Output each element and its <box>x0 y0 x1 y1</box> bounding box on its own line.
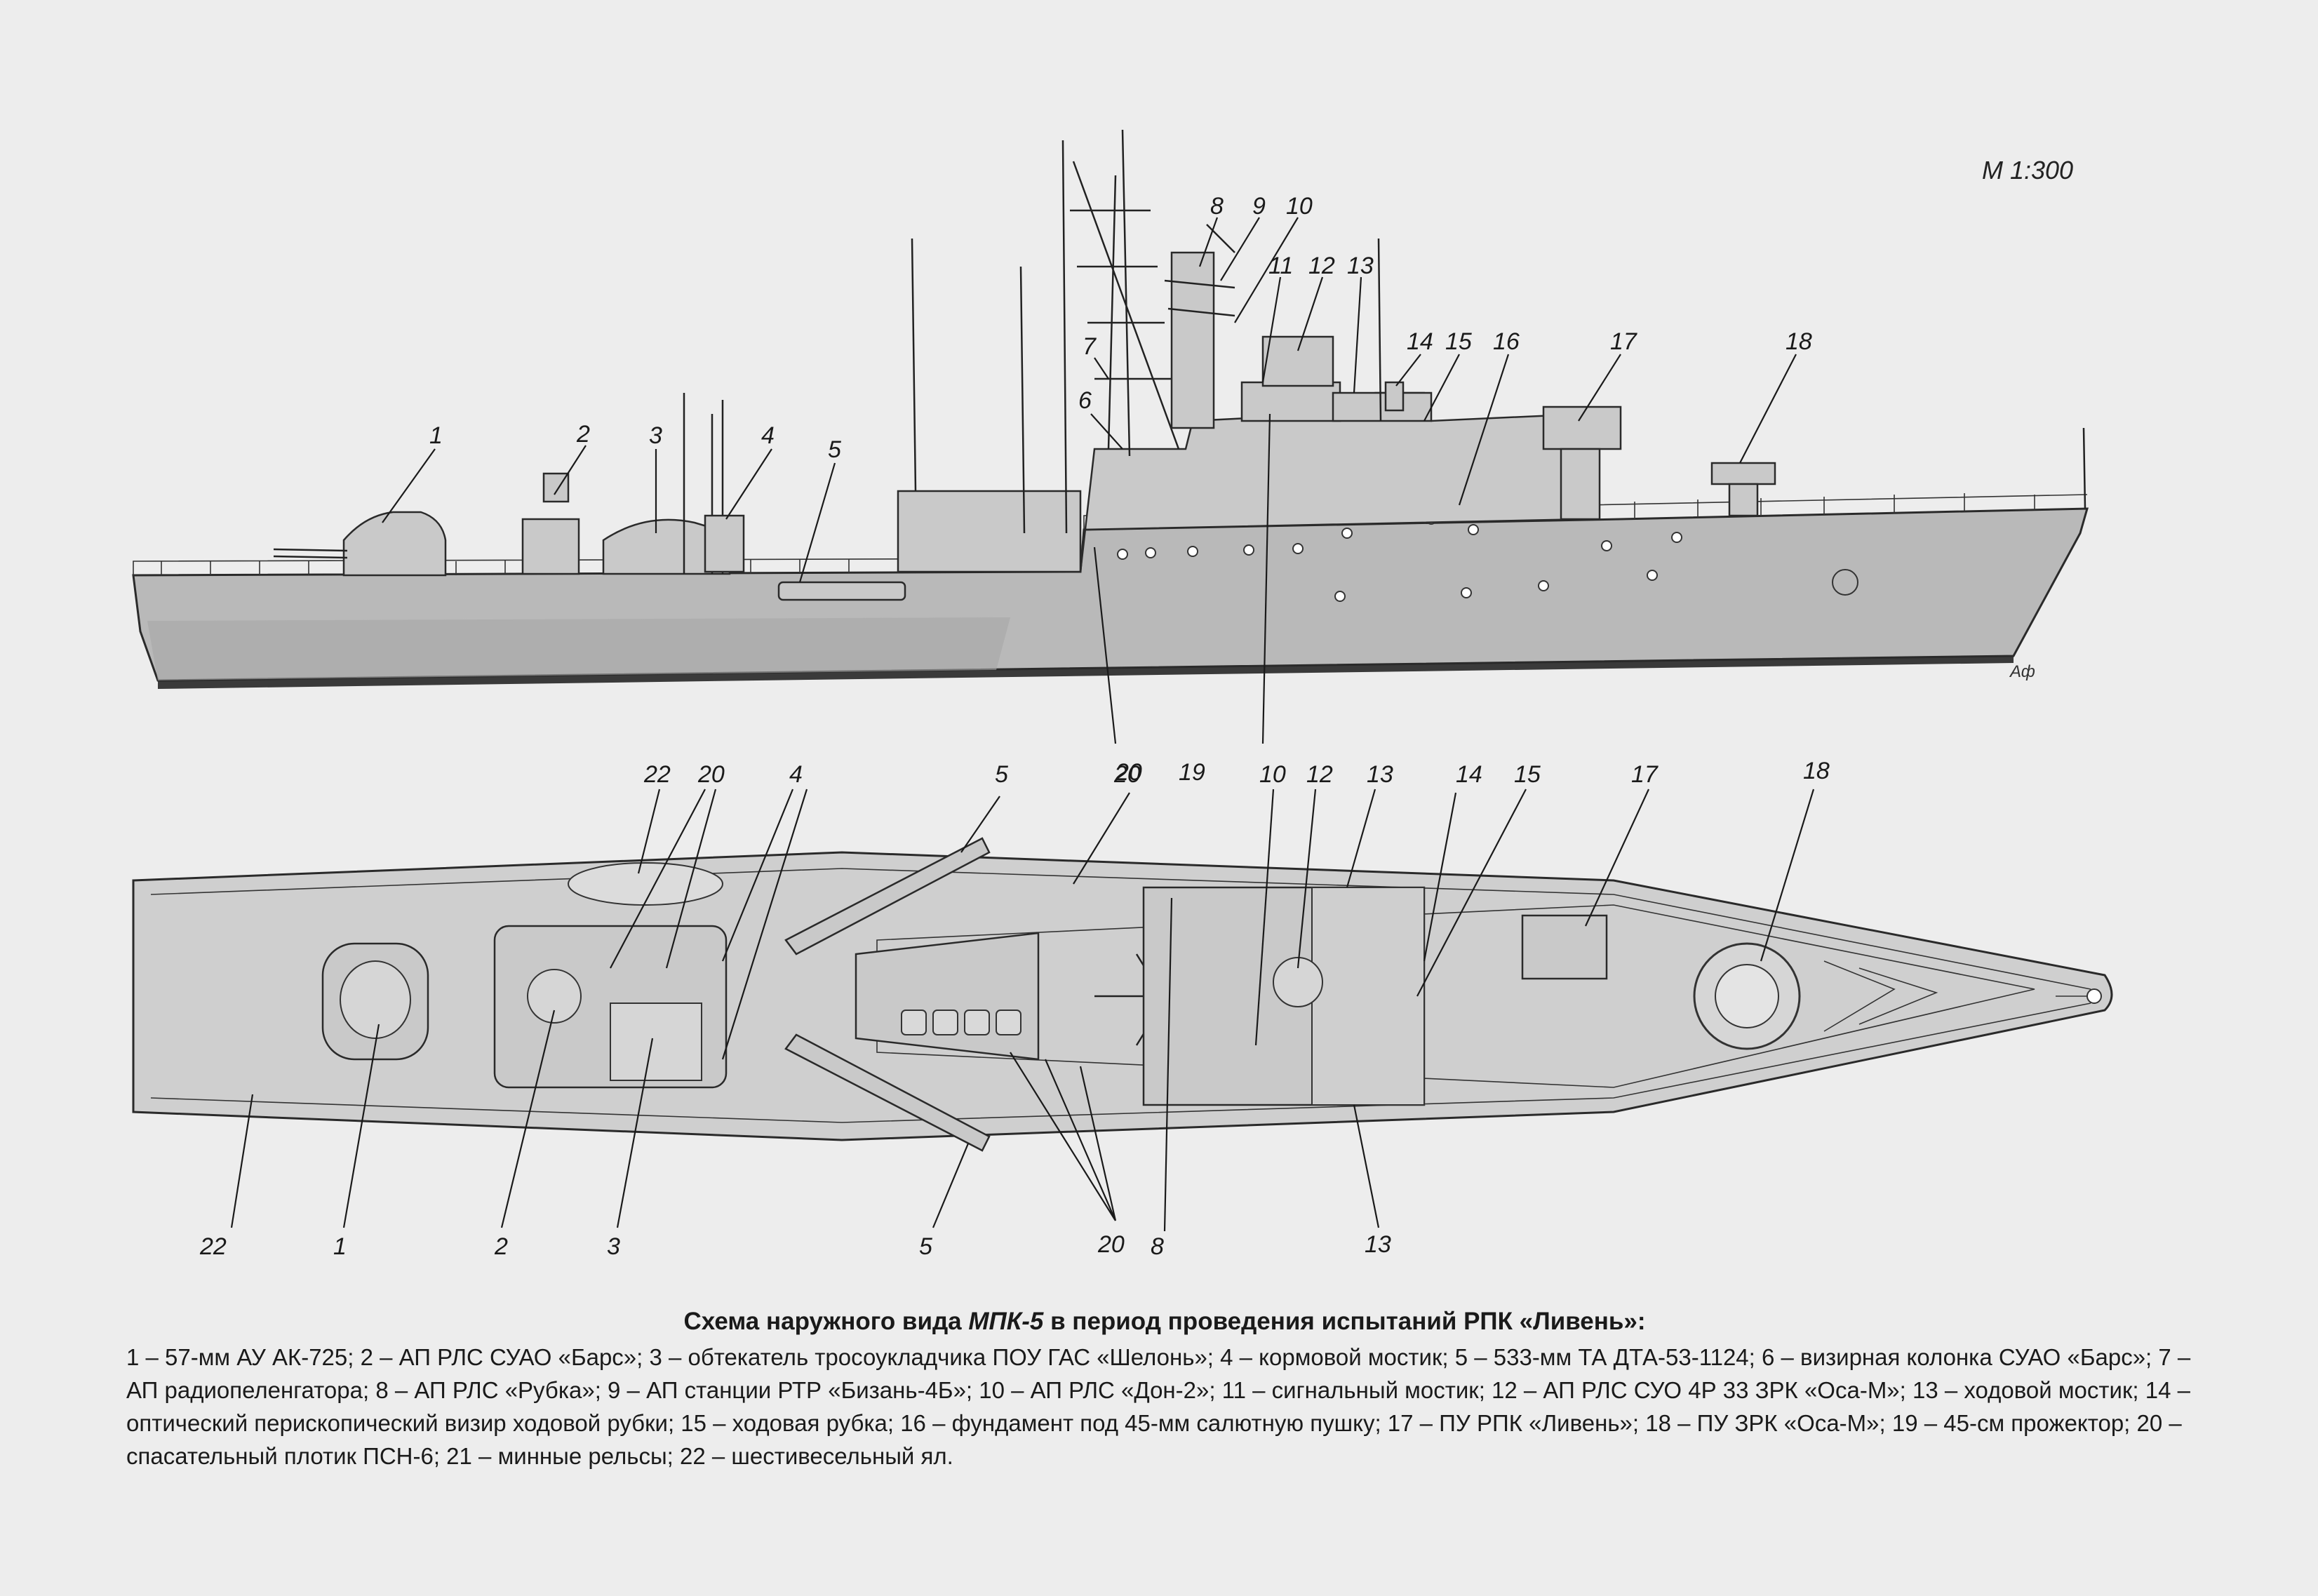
aft-bridge-box <box>704 514 745 573</box>
plan-superstructure <box>855 932 1040 1061</box>
side-numbers: 1 2 3 4 5 6 7 8 9 10 11 12 13 14 15 16 1… <box>429 193 1812 786</box>
label-2: 2 <box>576 421 590 448</box>
plan-label-17: 17 <box>1631 761 1659 788</box>
plan-yawl <box>568 862 723 906</box>
plan-rafts <box>901 1010 1021 1035</box>
plan-fairing <box>610 1002 702 1081</box>
rubka-radar-tower <box>1170 251 1215 429</box>
label-7: 7 <box>1083 333 1097 360</box>
plan-label-18: 18 <box>1803 758 1830 784</box>
gun-barrels <box>273 548 348 559</box>
label-5: 5 <box>828 436 841 463</box>
plan-label-22-top: 22 <box>643 761 671 788</box>
plan-torpedo-tube-port <box>784 837 991 955</box>
plan-leaders <box>230 789 1815 1232</box>
caption-title-prefix: Схема наружного вида <box>683 1308 969 1335</box>
label-19: 19 <box>1179 759 1205 786</box>
caption: Схема наружного вида МПК-5 в период пров… <box>126 1305 2203 1473</box>
plan-label-20-top: 20 <box>697 761 725 788</box>
label-18: 18 <box>1786 328 1812 355</box>
plan-label-4-top: 4 <box>789 761 803 788</box>
label-16: 16 <box>1493 328 1520 355</box>
main-mast <box>911 129 1180 534</box>
signal-bridge <box>1240 381 1341 422</box>
plan-bow-bitt <box>2086 988 2102 1004</box>
plan-view: 22 20 4 5 20 10 12 13 14 15 17 18 22 1 2… <box>132 758 2113 1260</box>
plan-gun-dome <box>340 960 411 1039</box>
sonar-fairing <box>602 518 731 575</box>
rafts-side <box>897 490 1082 573</box>
plan-bulwark <box>150 868 2091 1123</box>
side-view: Аф 1 2 3 4 <box>132 129 2089 786</box>
gun-turret-ak725 <box>342 511 447 577</box>
label-9: 9 <box>1252 193 1266 220</box>
plan-label-20-mid: 20 <box>1113 761 1141 788</box>
plan-label-13-top: 13 <box>1367 761 1393 788</box>
side-leaders <box>382 217 1797 744</box>
plan-bars-radar <box>527 969 582 1024</box>
plan-label-12: 12 <box>1306 761 1333 788</box>
waterline <box>158 656 2014 689</box>
caption-title-ship: МПК-5 <box>968 1308 1044 1335</box>
label-3: 3 <box>649 422 662 449</box>
label-4: 4 <box>761 422 775 449</box>
label-20: 20 <box>1115 759 1142 786</box>
plan-numbers: 22 20 4 5 20 10 12 13 14 15 17 18 22 1 2… <box>199 758 1830 1260</box>
osa-radar <box>1261 335 1334 387</box>
artist-signature: Аф <box>2009 662 2035 681</box>
plan-label-5-top: 5 <box>995 761 1008 788</box>
label-8: 8 <box>1210 193 1224 220</box>
caption-title-suffix: в период проведения испытаний РПК «Ливен… <box>1043 1308 1646 1335</box>
label-10: 10 <box>1286 193 1313 220</box>
plan-label-1: 1 <box>333 1233 347 1260</box>
bars-radar <box>521 518 580 575</box>
plan-liven-launcher <box>1521 914 1608 980</box>
plan-label-8: 8 <box>1151 1233 1164 1260</box>
label-14: 14 <box>1407 328 1433 355</box>
plan-osa-inner <box>1715 964 1779 1028</box>
torpedo-tube-side <box>777 581 906 601</box>
liven-launcher-base <box>1560 448 1601 521</box>
jackstaff <box>2082 427 2086 509</box>
periscope <box>1384 381 1405 412</box>
scale-label: М 1:300 <box>1982 156 2074 185</box>
plan-label-2: 2 <box>494 1233 508 1260</box>
plan-torpedo-tube-stbd <box>784 1033 991 1152</box>
label-15: 15 <box>1445 328 1472 355</box>
plan-wheelhouse <box>1311 887 1425 1106</box>
plan-label-15: 15 <box>1514 761 1541 788</box>
osa-launcher <box>1710 462 1776 485</box>
label-13: 13 <box>1347 253 1374 279</box>
osa-launcher-base <box>1728 483 1759 517</box>
bizan-antenna <box>1164 224 1235 317</box>
caption-title: Схема наружного вида МПК-5 в период пров… <box>126 1305 2203 1338</box>
plan-label-13-bottom: 13 <box>1365 1231 1391 1258</box>
plan-label-5-bottom: 5 <box>919 1233 932 1260</box>
plan-label-3: 3 <box>607 1233 620 1260</box>
plan-label-14: 14 <box>1456 761 1482 788</box>
label-17: 17 <box>1610 328 1637 355</box>
label-1: 1 <box>429 422 443 449</box>
plan-label-10: 10 <box>1259 761 1286 788</box>
caption-legend: 1 – 57-мм АУ АК-725; 2 – АП РЛС СУАО «Ба… <box>126 1344 2191 1469</box>
plan-label-20-bottom: 20 <box>1097 1231 1125 1258</box>
label-12: 12 <box>1308 253 1335 279</box>
plan-don-radar <box>1273 957 1323 1007</box>
label-6: 6 <box>1078 387 1092 414</box>
liven-launcher <box>1542 405 1622 450</box>
label-11: 11 <box>1268 253 1293 279</box>
portholes <box>1117 507 1682 602</box>
plan-label-22-bottom: 22 <box>199 1233 227 1260</box>
hull-shade <box>147 617 1010 680</box>
bow-emblem <box>1832 569 1858 596</box>
forward-mast <box>1377 238 1382 422</box>
wheelhouse <box>1332 391 1433 422</box>
